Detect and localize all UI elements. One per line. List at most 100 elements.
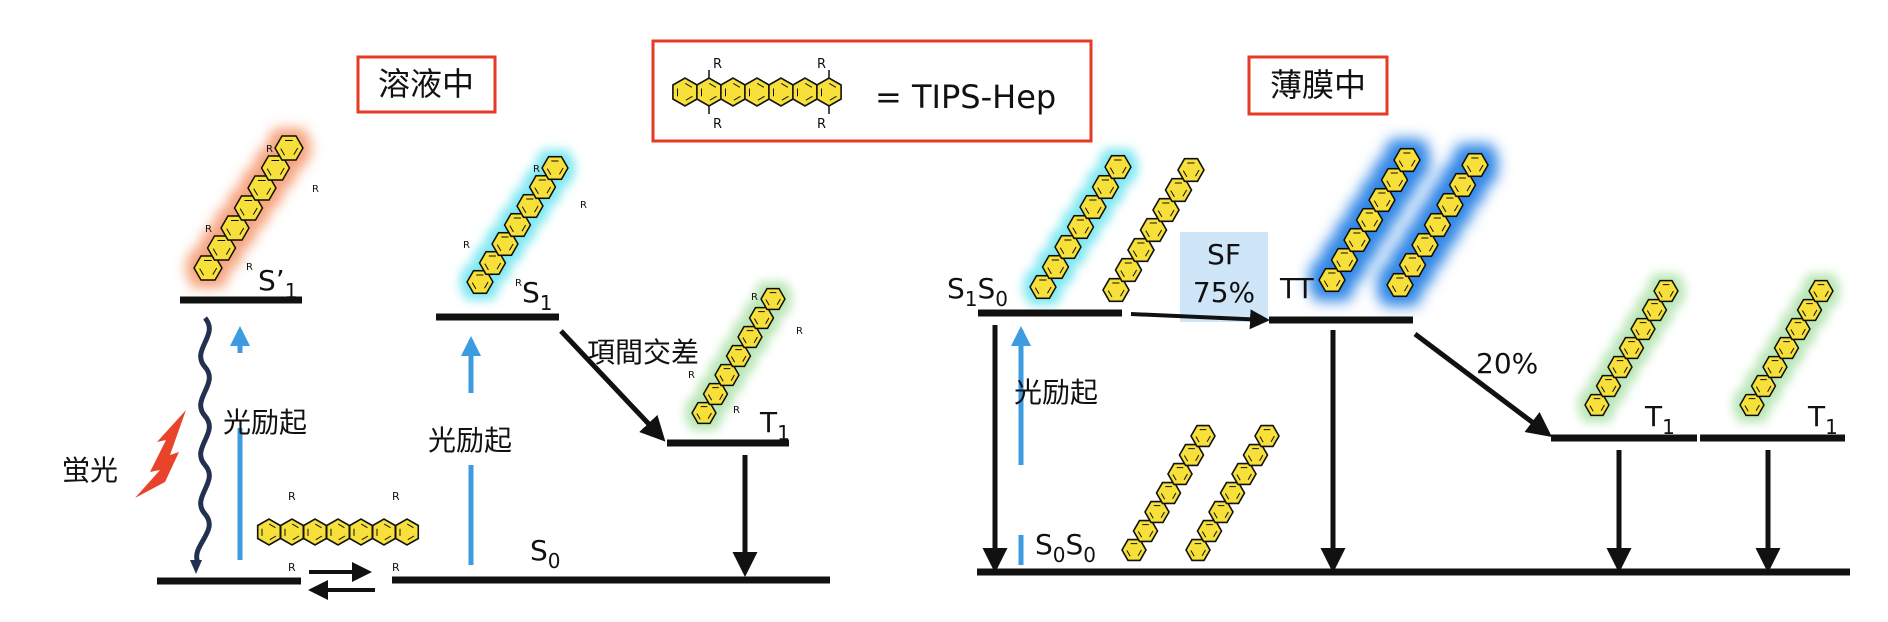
- benzene-ring: [541, 155, 569, 181]
- benzene-ring: [274, 135, 304, 161]
- legend-box: R R R R = TIPS-Hep: [651, 39, 1093, 143]
- benzene-ring: [1121, 538, 1147, 562]
- benzene-ring: [1144, 500, 1170, 524]
- film-levels: [977, 309, 1850, 576]
- benzene-ring: [1607, 355, 1633, 379]
- molecule-t1-solution: [691, 287, 786, 425]
- svg-text:R: R: [463, 240, 470, 251]
- benzene-ring: [725, 344, 752, 368]
- benzene-ring: [702, 382, 729, 406]
- molecule-t1-film-b: [1739, 279, 1834, 417]
- benzene-ring: [1231, 462, 1257, 486]
- svg-text:R: R: [205, 224, 212, 235]
- sf-arrow: [1130, 309, 1270, 330]
- svg-text:R: R: [796, 326, 803, 337]
- benzene-ring: [1762, 355, 1788, 379]
- fluorescence-arrowhead: [190, 560, 202, 574]
- label-t1-film-a: T1: [1644, 400, 1675, 439]
- benzene-ring: [1167, 462, 1193, 486]
- molecule-s1s0-ground: [1102, 157, 1205, 303]
- molecule-s1-prime: [193, 135, 304, 281]
- benzene-ring: [371, 518, 397, 546]
- substituents-t1-solution: R R R R: [688, 292, 803, 416]
- svg-text:R: R: [266, 144, 273, 155]
- label-photoexcitation-film: 光励起: [1014, 376, 1098, 409]
- substituents-s1-prime: R R R R: [205, 144, 319, 273]
- benzene-ring: [1185, 538, 1211, 562]
- benzene-ring: [1461, 152, 1489, 178]
- benzene-ring: [256, 518, 282, 546]
- benzene-ring: [760, 287, 786, 311]
- benzene-ring: [394, 518, 420, 546]
- benzene-ring: [1773, 336, 1800, 360]
- benzene-ring: [1393, 147, 1421, 173]
- molecule-s0-solution: R R R R: [256, 490, 420, 574]
- benzene-ring: [325, 518, 351, 546]
- svg-text:R: R: [733, 405, 740, 416]
- label-t1-film-b: T1: [1807, 400, 1838, 439]
- substituent-label: R: [817, 57, 826, 72]
- benzene-ring: [748, 306, 775, 330]
- benzene-ring: [1584, 393, 1610, 417]
- label-fluorescence: 蛍光: [62, 454, 118, 487]
- label-sf-yield: 75%: [1193, 276, 1255, 309]
- benzene-ring: [279, 518, 305, 546]
- svg-text:R: R: [751, 292, 758, 303]
- substituents-s1: R R R R: [463, 164, 587, 289]
- substituent-label: R: [713, 117, 722, 132]
- benzene-ring: [1618, 336, 1645, 360]
- label-t1-solution: T1: [759, 406, 790, 445]
- benzene-ring: [1208, 500, 1234, 524]
- label-split-yield: 20%: [1476, 347, 1538, 380]
- tt-dissociation-arrow: [1413, 332, 1552, 438]
- substituent-label: R: [713, 57, 722, 72]
- svg-text:R: R: [288, 490, 296, 503]
- label-s1-prime: S’1: [258, 264, 297, 303]
- benzene-ring: [744, 77, 770, 107]
- fluorescence-wavy-arrow: [194, 316, 212, 565]
- benzene-ring: [672, 77, 698, 107]
- label-photoexcitation-right: 光励起: [428, 424, 512, 457]
- benzene-ring: [1739, 393, 1765, 417]
- label-s0s0: S0S0: [1035, 528, 1096, 567]
- svg-text:R: R: [580, 200, 587, 211]
- benzene-ring: [816, 77, 842, 107]
- label-isc: 項間交差: [587, 336, 699, 369]
- benzene-ring: [714, 363, 740, 387]
- svg-text:R: R: [246, 262, 253, 273]
- molecule-s0s0-pair: [1121, 424, 1280, 562]
- lightning-icon: [135, 410, 186, 498]
- benzene-ring: [1796, 298, 1823, 322]
- benzene-ring: [1808, 279, 1834, 303]
- benzene-ring: [1653, 279, 1679, 303]
- benzene-ring: [720, 77, 746, 107]
- benzene-ring: [691, 401, 717, 425]
- benzene-ring: [1155, 481, 1182, 505]
- svg-text:R: R: [392, 561, 400, 574]
- molecule-s1: [466, 155, 569, 295]
- solution-levels: [157, 296, 830, 585]
- film-title-box: 薄膜中: [1247, 55, 1389, 116]
- solution-title-box: 溶液中: [356, 55, 497, 114]
- benzene-ring: [737, 325, 763, 349]
- benzene-ring: [1196, 519, 1223, 543]
- benzene-ring: [792, 77, 818, 107]
- benzene-ring: [1104, 154, 1132, 180]
- molecule-s1s0-excited: [1029, 154, 1132, 300]
- label-tt: TT: [1279, 272, 1315, 305]
- molecule-t1-film-a: [1584, 279, 1679, 417]
- svg-text:R: R: [515, 278, 522, 289]
- benzene-ring: [1595, 374, 1622, 398]
- benzene-ring: [1785, 317, 1811, 341]
- legend-molecule: R R R R: [672, 57, 842, 132]
- benzene-ring: [696, 77, 722, 107]
- sf-highlight: [1180, 232, 1268, 322]
- benzene-ring: [1242, 443, 1269, 467]
- label-s1: S1: [522, 276, 553, 315]
- benzene-ring: [1190, 424, 1216, 448]
- benzene-ring: [348, 518, 374, 546]
- svg-text:R: R: [392, 490, 400, 503]
- svg-text:R: R: [288, 561, 296, 574]
- label-photoexcitation-left: 光励起: [223, 406, 307, 439]
